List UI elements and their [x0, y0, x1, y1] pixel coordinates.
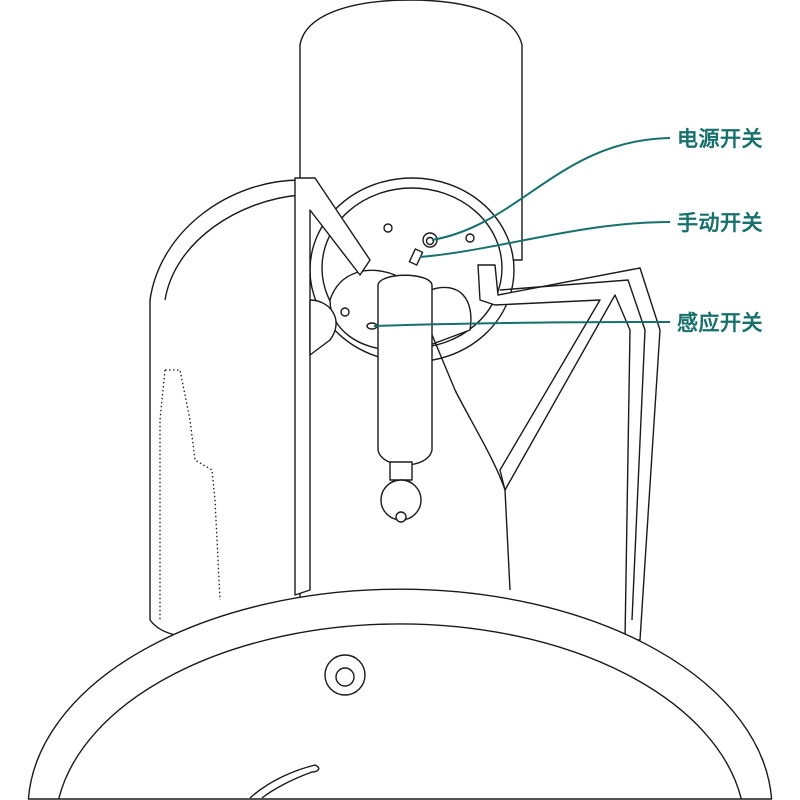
leader-manual	[419, 221, 671, 258]
label-manual-switch: 手动开关	[677, 211, 763, 235]
rod	[377, 274, 433, 466]
leader-sensor	[373, 321, 671, 327]
front-bracket	[294, 177, 371, 596]
manual-switch-pin	[408, 248, 424, 266]
left-body	[149, 179, 301, 638]
dotted-outline	[159, 369, 221, 620]
label-sensor-switch: 感应开关	[677, 311, 763, 335]
base-disc	[27, 588, 773, 800]
base-nut	[324, 654, 366, 696]
label-power-switch: 电源开关	[677, 127, 763, 151]
leader-power	[431, 137, 671, 241]
